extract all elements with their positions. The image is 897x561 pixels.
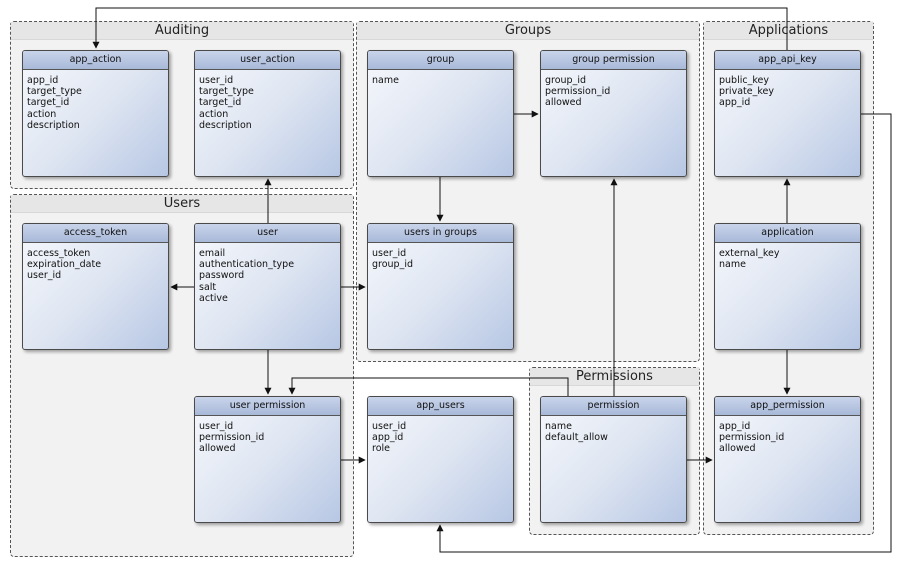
entity-users-in-groups-title: users in groups: [368, 224, 513, 243]
entity-field: authentication_type: [199, 259, 295, 271]
entity-app-action-title: app_action: [23, 51, 168, 70]
entity-field: default_allow: [545, 432, 608, 444]
entity-field: target_id: [199, 97, 242, 109]
entity-field: target_type: [27, 86, 82, 98]
entity-field: active: [199, 292, 228, 304]
entity-group-title: group: [368, 51, 513, 70]
entity-field: action: [199, 108, 229, 120]
entity-field: target_id: [27, 97, 70, 109]
entity-field: name: [372, 75, 399, 86]
group-permissions-title: Permissions: [530, 368, 699, 386]
entity-group-permission-title: group permission: [541, 51, 686, 70]
entity-field: access_token: [27, 248, 91, 259]
entity-field: expiration_date: [27, 259, 102, 271]
entity-field: description: [199, 119, 252, 131]
group-auditing-title: Auditing: [11, 22, 353, 40]
entity-field: password: [199, 270, 245, 282]
entity-field: user_id: [372, 248, 407, 259]
entity-field: target_type: [199, 86, 254, 98]
entity-field: user_id: [372, 421, 407, 432]
entity-user-permission-title: user permission: [195, 397, 340, 416]
entity-user-title: user: [195, 224, 340, 243]
entity-field: permission_id: [545, 86, 611, 98]
entity-field: allowed: [199, 443, 236, 455]
group-users-title: Users: [11, 195, 353, 213]
entity-user-action-title: user_action: [195, 51, 340, 70]
entity-field: app_id: [27, 75, 59, 86]
entity-field: private_key: [719, 86, 774, 98]
entity-app-api-key-title: app_api_key: [715, 51, 860, 70]
entity-group: group name: [367, 50, 514, 177]
entity-field: group_id: [545, 75, 587, 86]
entity-field: allowed: [545, 97, 582, 109]
entity-field: app_id: [719, 421, 751, 432]
entity-field: description: [27, 119, 80, 131]
entity-field: user_id: [199, 75, 234, 86]
entity-field: name: [719, 259, 746, 271]
entity-field: permission_id: [199, 432, 265, 444]
entity-field: permission_id: [719, 432, 785, 444]
entity-permission-title: permission: [541, 397, 686, 416]
entity-field: email: [199, 248, 226, 259]
group-applications-title: Applications: [704, 22, 873, 40]
entity-group-fields: name: [368, 70, 513, 86]
entity-access-token-title: access_token: [23, 224, 168, 243]
entity-field: salt: [199, 281, 217, 293]
entity-app-users-title: app_users: [368, 397, 513, 416]
entity-field: role: [372, 443, 390, 455]
entity-application-title: application: [715, 224, 860, 243]
entity-field: user_id: [27, 270, 62, 282]
entity-field: name: [545, 421, 572, 432]
entity-field: app_id: [372, 432, 404, 444]
entity-field: group_id: [372, 259, 414, 271]
entity-field: allowed: [719, 443, 756, 455]
entity-app-permission-title: app_permission: [715, 397, 860, 416]
entity-field: public_key: [719, 75, 769, 86]
entity-field: app_id: [719, 97, 751, 109]
entity-field: user_id: [199, 421, 234, 432]
entity-field: external_key: [719, 248, 780, 259]
group-groups-title: Groups: [357, 22, 699, 40]
entity-field: action: [27, 108, 57, 120]
